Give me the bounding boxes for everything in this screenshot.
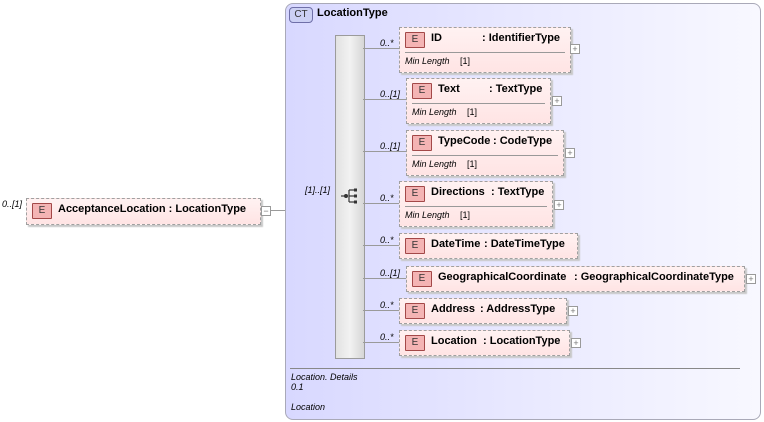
- element-badge: E: [412, 83, 432, 99]
- facet-label: Min Length: [405, 210, 450, 220]
- element-name: Location: [431, 335, 477, 347]
- element-type: : TextType: [491, 186, 545, 198]
- child-connector: [363, 48, 399, 49]
- child-cardinality: 0..[1]: [380, 89, 401, 99]
- root-element-label: AcceptanceLocation : LocationType: [58, 203, 247, 215]
- root-element-acceptance-location[interactable]: E AcceptanceLocation : LocationType: [26, 198, 261, 225]
- child-cardinality: 0..*: [380, 38, 394, 48]
- child-cardinality: 0..[1]: [380, 141, 401, 151]
- child-connector: [363, 342, 399, 343]
- facet-value: [1]: [460, 56, 471, 66]
- sequence-icon[interactable]: [341, 187, 359, 205]
- child-cardinality: 0..*: [380, 300, 394, 310]
- element-badge: E: [412, 271, 432, 287]
- element-badge: E: [405, 32, 425, 48]
- documentation-line: Location. Details: [291, 372, 358, 382]
- element-name: TypeCode: [438, 135, 491, 147]
- expand-toggle[interactable]: +: [746, 274, 756, 284]
- facet-separator: [412, 103, 545, 104]
- expand-toggle[interactable]: +: [554, 200, 564, 210]
- element-name: ID: [431, 32, 442, 44]
- child-connector: [363, 151, 406, 152]
- complex-type-badge: CT: [289, 7, 313, 23]
- documentation-line: Location: [291, 402, 326, 412]
- element-address[interactable]: E Address : AddressType: [399, 298, 567, 324]
- child-cardinality: 0..[1]: [380, 268, 401, 278]
- element-name: Directions: [431, 186, 485, 198]
- element-badge: E: [412, 135, 432, 151]
- element-id[interactable]: E ID : IdentifierType Min Length [1]: [399, 27, 571, 73]
- element-datetime[interactable]: E DateTime : DateTimeType: [399, 233, 578, 259]
- child-connector: [363, 245, 399, 246]
- element-text[interactable]: E Text : TextType Min Length [1]: [406, 78, 551, 124]
- element-type: : GeographicalCoordinateType: [574, 271, 734, 283]
- element-type: : CodeType: [493, 135, 553, 147]
- root-cardinality: 0..[1]: [2, 199, 23, 209]
- facet-value: [1]: [467, 159, 478, 169]
- element-type: : IdentifierType: [482, 32, 561, 44]
- facet-label: Min Length: [412, 107, 457, 117]
- element-badge: E: [405, 303, 425, 319]
- documentation-separator: [290, 368, 740, 369]
- sequence-cardinality: [1]..[1]: [305, 185, 331, 195]
- child-cardinality: 0..*: [380, 193, 394, 203]
- child-connector: [363, 278, 406, 279]
- element-typecode[interactable]: E TypeCode : CodeType Min Length [1]: [406, 130, 564, 176]
- child-connector: [363, 99, 406, 100]
- facet-label: Min Length: [405, 56, 450, 66]
- element-type: : LocationType: [483, 335, 561, 347]
- child-connector: [363, 203, 399, 204]
- expand-toggle[interactable]: +: [568, 306, 578, 316]
- sequence-bar: [335, 35, 365, 359]
- facet-value: [1]: [467, 107, 478, 117]
- element-badge: E: [405, 186, 425, 202]
- element-name: Text: [438, 83, 460, 95]
- element-type: : DateTimeType: [484, 238, 565, 250]
- element-badge: E: [405, 238, 425, 254]
- child-cardinality: 0..*: [380, 235, 394, 245]
- element-badge: E: [32, 203, 52, 219]
- element-location[interactable]: E Location : LocationType: [399, 330, 570, 356]
- element-type: : AddressType: [480, 303, 556, 315]
- element-name: DateTime: [431, 238, 481, 250]
- element-type: : TextType: [489, 83, 543, 95]
- facet-separator: [412, 155, 558, 156]
- expand-toggle[interactable]: +: [552, 96, 562, 106]
- element-badge: E: [405, 335, 425, 351]
- element-geographical-coordinate[interactable]: E GeographicalCoordinate : GeographicalC…: [406, 266, 745, 292]
- expand-toggle[interactable]: +: [570, 44, 580, 54]
- child-connector: [363, 310, 399, 311]
- facet-value: [1]: [460, 210, 471, 220]
- element-name: GeographicalCoordinate: [438, 271, 567, 283]
- expand-toggle[interactable]: +: [571, 338, 581, 348]
- element-directions[interactable]: E Directions : TextType Min Length [1]: [399, 181, 553, 227]
- child-cardinality: 0..*: [380, 332, 394, 342]
- expand-toggle[interactable]: +: [565, 148, 575, 158]
- complex-type-title: LocationType: [317, 7, 388, 19]
- element-name: Address: [431, 303, 476, 315]
- documentation-line: 0.1: [291, 382, 304, 392]
- facet-separator: [405, 52, 565, 53]
- facet-label: Min Length: [412, 159, 457, 169]
- collapse-toggle[interactable]: −: [261, 206, 271, 216]
- root-connector: [268, 210, 286, 211]
- facet-separator: [405, 206, 547, 207]
